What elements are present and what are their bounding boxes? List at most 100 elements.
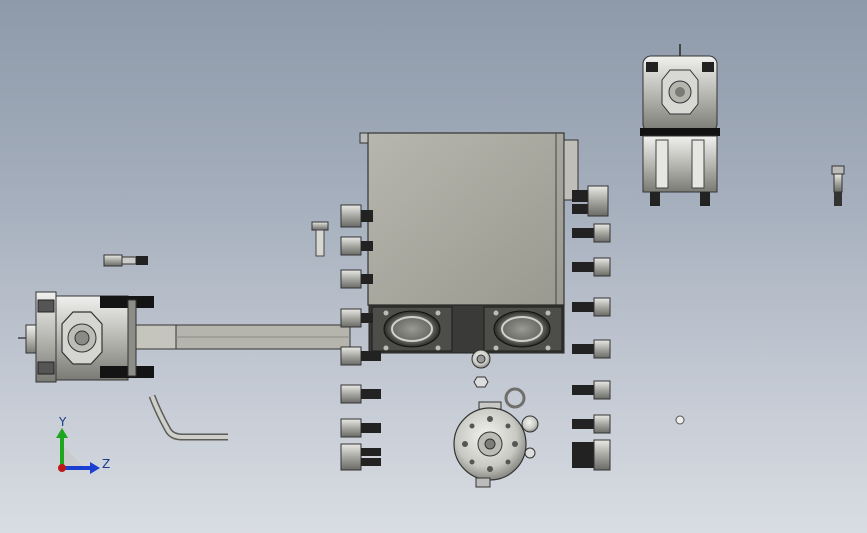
pump-clamp-bottom <box>100 366 154 378</box>
fitting-stem <box>833 173 843 193</box>
bolt-thread <box>572 204 588 214</box>
bolt[interactable] <box>572 339 611 359</box>
bolt[interactable] <box>340 443 381 471</box>
fan-screw <box>493 345 499 351</box>
pump-bolt-head <box>37 361 55 375</box>
bolt-head <box>340 204 362 228</box>
bolt-head <box>587 185 609 217</box>
bolt-head <box>340 384 362 404</box>
pump-nut-center <box>74 330 90 346</box>
fan-screw <box>435 345 441 351</box>
cylinder-pump-assembly[interactable] <box>18 291 351 383</box>
box-tab <box>359 132 369 144</box>
bolt[interactable] <box>340 308 373 328</box>
bolt[interactable] <box>340 418 381 438</box>
flange-hole <box>505 423 511 429</box>
round-flange-cover[interactable] <box>453 401 527 488</box>
standing-bolt[interactable] <box>311 221 329 257</box>
bolt-column-right[interactable] <box>572 185 611 471</box>
bolt-thread <box>361 448 381 456</box>
small-washer <box>521 415 539 433</box>
bolt-thread <box>572 262 594 272</box>
bolt-thread <box>361 458 381 466</box>
bolt[interactable] <box>340 269 373 289</box>
bolt-thread <box>572 385 594 395</box>
triad-z-label: Z <box>102 457 110 471</box>
washer-hole <box>476 354 486 364</box>
bolt[interactable] <box>572 414 611 434</box>
bolt[interactable] <box>340 384 381 404</box>
bolt-head <box>593 380 611 400</box>
fitting-thread <box>834 192 842 206</box>
valve-bolt <box>702 62 714 72</box>
fitting-end <box>136 256 148 265</box>
hose-fitting[interactable] <box>103 254 148 267</box>
bolt-thread <box>572 228 594 238</box>
bolt-column-left[interactable] <box>340 204 381 471</box>
fan-screw <box>493 310 499 316</box>
bolt-thread <box>361 241 373 251</box>
bent-tube[interactable] <box>148 394 228 441</box>
small-nut <box>524 447 536 459</box>
valve-foot <box>650 192 660 206</box>
flange-hole <box>487 416 493 422</box>
flange-hole <box>487 466 493 472</box>
valve-port-center <box>675 87 685 97</box>
bolt-head <box>593 439 611 471</box>
flange-bore <box>484 438 496 450</box>
small-fitting-right[interactable] <box>831 165 845 206</box>
bolt[interactable] <box>572 257 611 277</box>
valve-assembly[interactable] <box>640 44 720 206</box>
flange-hole <box>469 459 475 465</box>
bolt[interactable] <box>572 223 611 243</box>
bolt-head <box>340 308 362 328</box>
fan-screw <box>545 345 551 351</box>
bent-tube-highlight <box>150 395 228 439</box>
bolt-thread <box>361 423 381 433</box>
bolt-thread <box>572 190 588 202</box>
triad-x-axis <box>58 464 66 472</box>
flange-hole <box>462 441 468 447</box>
box-top-face <box>367 132 565 306</box>
triad-y-label: Y <box>58 415 67 429</box>
standing-bolt-head <box>311 221 329 231</box>
fitting-body <box>103 254 123 267</box>
flange-hole <box>512 441 518 447</box>
bolt[interactable] <box>340 236 373 256</box>
reference-triad[interactable]: Y Z <box>56 415 110 474</box>
standing-bolt-shank <box>315 229 325 257</box>
pump-bolt-head <box>37 299 55 313</box>
valve-rod <box>691 139 705 189</box>
control-box[interactable] <box>359 132 579 354</box>
bolt[interactable] <box>572 297 611 317</box>
o-ring <box>504 387 526 409</box>
bolt-head <box>593 339 611 359</box>
bolt-head <box>593 257 611 277</box>
bolt-thread <box>361 389 381 399</box>
bolt-head <box>593 297 611 317</box>
triad-z-arrow <box>90 462 100 474</box>
bolt-head <box>593 223 611 243</box>
washer-stack[interactable] <box>471 349 685 459</box>
fan-screw <box>383 310 389 316</box>
bolt[interactable] <box>572 439 611 471</box>
bolt-head <box>593 414 611 434</box>
fitting-nipple <box>121 256 137 265</box>
valve-clamp <box>640 128 720 136</box>
triad-y-arrow <box>56 428 68 438</box>
triad-plane <box>62 444 84 468</box>
bolt[interactable] <box>340 346 381 366</box>
bolt-thread <box>361 274 373 284</box>
bolt[interactable] <box>572 185 609 217</box>
bolt-thread <box>361 313 373 323</box>
tiny-washer <box>675 415 685 425</box>
bolt-thread <box>572 344 594 354</box>
fan-screw <box>435 310 441 316</box>
pump-clamp-top <box>100 296 154 308</box>
box-side-bracket <box>563 139 579 201</box>
bolt[interactable] <box>572 380 611 400</box>
bolt[interactable] <box>340 204 373 228</box>
hex-nut <box>473 376 489 388</box>
